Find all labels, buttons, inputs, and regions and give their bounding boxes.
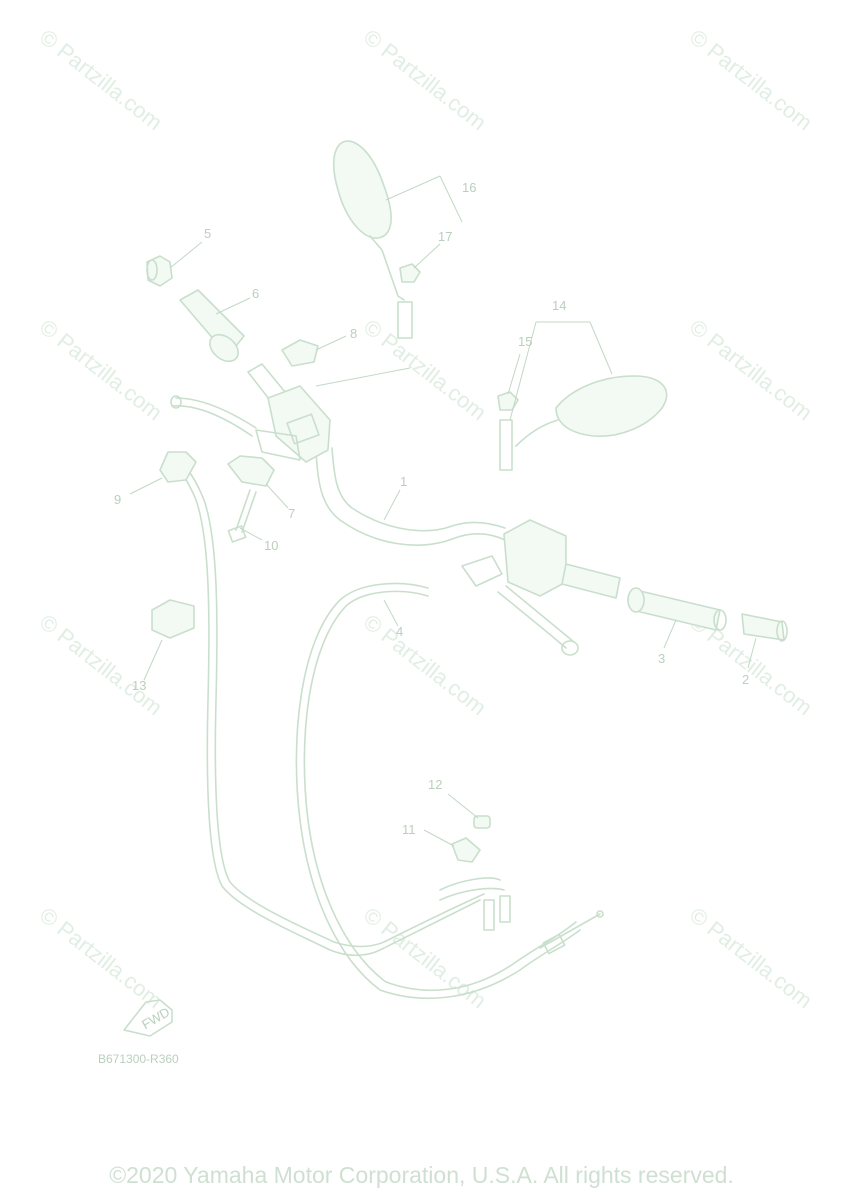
- watermark: © Partzilla.com: [35, 314, 167, 425]
- callout-2: 2: [742, 672, 749, 687]
- left-switch-housing: [255, 385, 331, 463]
- callout-12: 12: [428, 777, 442, 792]
- lever-holder: [227, 455, 275, 487]
- handlebar: [315, 447, 506, 546]
- watermark: © Partzilla.com: [35, 902, 167, 1013]
- watermarks: © Partzilla.com © Partzilla.com © Partzi…: [35, 24, 817, 1013]
- left-mirror: [332, 140, 413, 339]
- callout-5: 5: [204, 226, 211, 241]
- callout-14: 14: [552, 298, 566, 313]
- throttle-grip: [561, 563, 727, 631]
- watermark: © Partzilla.com: [685, 314, 817, 425]
- screw: [473, 815, 491, 829]
- right-mirror: [499, 375, 668, 471]
- copyright-notice: ©2020 Yamaha Motor Corporation, U.S.A. A…: [109, 1162, 734, 1188]
- leader-lines: [129, 175, 757, 847]
- bolt: [227, 489, 257, 543]
- callout-1: 1: [400, 474, 407, 489]
- cable-holder: [151, 599, 195, 639]
- watermark: © Partzilla.com: [359, 24, 491, 135]
- callout-6: 6: [252, 286, 259, 301]
- watermark: © Partzilla.com: [35, 24, 167, 135]
- clutch-cable: [159, 451, 485, 957]
- callout-16: 16: [462, 180, 476, 195]
- mirror-mount-clamp: [281, 339, 319, 367]
- callout-4: 4: [396, 624, 403, 639]
- callout-15: 15: [518, 334, 532, 349]
- diagram-code: B671300-R360: [98, 1052, 179, 1066]
- cable-end: [539, 910, 604, 955]
- watermark: © Partzilla.com: [685, 902, 817, 1013]
- callout-11: 11: [402, 822, 416, 837]
- callout-9: 9: [114, 492, 121, 507]
- callout-10: 10: [264, 538, 278, 553]
- callout-13: 13: [132, 678, 146, 693]
- left-grip: [179, 289, 291, 409]
- callout-8: 8: [350, 326, 357, 341]
- brake-lever: [497, 585, 579, 656]
- clutch-lever: [170, 395, 257, 437]
- watermark: © Partzilla.com: [359, 314, 491, 425]
- callout-17: 17: [438, 229, 452, 244]
- watermark: © Partzilla.com: [359, 902, 491, 1013]
- callout-7: 7: [288, 506, 295, 521]
- callout-3: 3: [658, 651, 665, 666]
- mirror-nut-left: [399, 263, 421, 283]
- left-grip-end: [146, 255, 173, 287]
- throttle-cable: [295, 582, 581, 1000]
- cable-guide: [439, 837, 511, 931]
- right-switch-housing: [461, 519, 567, 597]
- watermark: © Partzilla.com: [685, 24, 817, 135]
- right-grip-end: [741, 613, 788, 642]
- callout-labels: 1 2 3 4 5 6 7 8 9 10 11 12 13 14 15 16 1…: [114, 180, 749, 837]
- watermark: © Partzilla.com: [35, 609, 167, 720]
- watermark: © Partzilla.com: [359, 609, 491, 720]
- fwd-label: FWD: [139, 1004, 172, 1032]
